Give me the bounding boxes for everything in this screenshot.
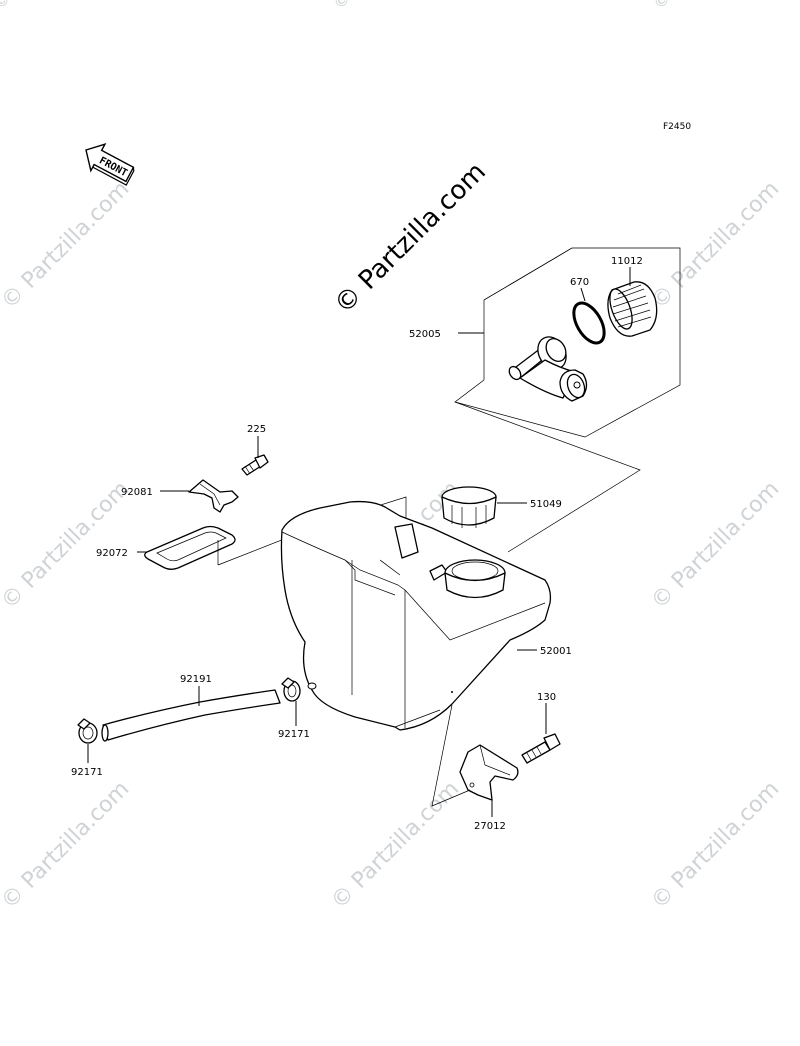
watermark-tile: © Partzilla.com: [649, 0, 750, 13]
part-92171-clamp-lower: [77, 718, 98, 744]
watermark-tile: © Partzilla.com: [327, 777, 465, 915]
part-11012-cap: [607, 281, 658, 337]
part-label-27012[interactable]: 27012: [474, 821, 506, 832]
part-92171-clamp-upper: [281, 677, 301, 702]
leader-lines: [87, 267, 631, 817]
part-label-52001[interactable]: 52001: [540, 646, 572, 657]
part-52005-filler: [508, 336, 588, 402]
part-51049-cap: [441, 486, 497, 528]
watermark-tile: © Partzilla.com: [0, 0, 90, 13]
front-arrow-icon: FRONT: [85, 143, 135, 186]
watermark-tile: © Partzilla.com: [0, 777, 134, 915]
watermark-tiles: © Partzilla.com © Partzilla.com © Partzi…: [0, 0, 784, 914]
watermark-tile: © Partzilla.com: [329, 0, 430, 13]
part-label-92191[interactable]: 92191: [180, 674, 212, 685]
assembly-pointer: [454, 401, 641, 553]
part-92191-hose: [101, 689, 281, 742]
watermark-tile: © Partzilla.com: [647, 777, 785, 915]
part-27012-bracket: [459, 744, 519, 801]
part-130-bolt: [521, 733, 561, 764]
part-label-670[interactable]: 670: [570, 277, 589, 288]
part-label-92072[interactable]: 92072: [96, 548, 128, 559]
figure-id: F2450: [663, 122, 691, 132]
part-52001-tank: [280, 500, 552, 731]
part-label-92081[interactable]: 92081: [121, 487, 153, 498]
part-92081-clamp: [188, 479, 239, 513]
watermark-main: © Partzilla.com: [329, 157, 492, 320]
part-670-o-ring: [572, 301, 606, 345]
part-225-bolt: [241, 454, 269, 476]
bracket-pointer: [431, 704, 471, 807]
part-label-51049[interactable]: 51049: [530, 499, 562, 510]
part-92072-gasket: [144, 525, 236, 570]
watermark-tile: © Partzilla.com: [0, 177, 134, 315]
part-label-92171-lower[interactable]: 92171: [71, 767, 103, 778]
part-labels: 11012 670 52005 225 92081 92072 51049 52…: [71, 256, 643, 832]
part-label-11012[interactable]: 11012: [611, 256, 643, 267]
watermark-tile: © Partzilla.com: [0, 477, 134, 615]
part-label-92171-upper[interactable]: 92171: [278, 729, 310, 740]
watermark-tile: © Partzilla.com: [647, 477, 785, 615]
assembly-box-52005: [454, 247, 681, 438]
watermark-tile: © Partzilla.com: [647, 177, 785, 315]
part-label-225[interactable]: 225: [247, 424, 266, 435]
part-label-130[interactable]: 130: [537, 692, 556, 703]
part-label-52005[interactable]: 52005: [409, 329, 441, 340]
